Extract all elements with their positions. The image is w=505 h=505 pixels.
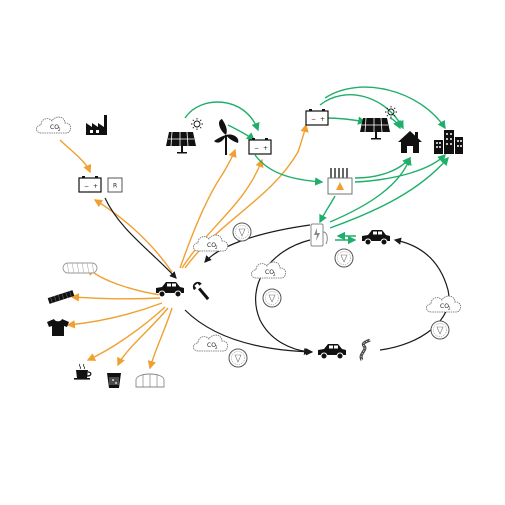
- green-flows: [184, 86, 449, 245]
- svg-text:R: R: [113, 183, 117, 190]
- svg-text:2: 2: [215, 345, 218, 350]
- co2-cloud-icon: CO 2: [193, 234, 229, 252]
- svg-text:CO: CO: [207, 342, 216, 349]
- co2-cloud-icon: CO 2: [193, 334, 229, 352]
- power-station-icon: [327, 168, 353, 195]
- coin-icon: [232, 222, 252, 242]
- car-icon: [155, 281, 185, 298]
- road-icon: [359, 338, 371, 361]
- battery-icon: − +: [305, 108, 329, 126]
- wrench-icon: [192, 281, 210, 301]
- tshirt-icon: [47, 319, 69, 336]
- greenhouse-icon: [135, 373, 165, 388]
- tire-strip-icon: [47, 290, 75, 304]
- svg-text:+: +: [263, 145, 268, 152]
- solar-panel-icon: [359, 117, 391, 140]
- svg-text:2: 2: [273, 272, 276, 277]
- svg-text:CO: CO: [265, 269, 274, 276]
- wind-turbine-icon: [214, 119, 239, 155]
- house-icon: [398, 131, 422, 153]
- car-icon: [361, 229, 391, 246]
- buildings-icon: [434, 130, 463, 154]
- battery-icon: − +: [248, 137, 272, 155]
- factory-icon: [86, 115, 107, 135]
- orange-flows: [59, 123, 309, 370]
- coin-icon: [430, 320, 450, 340]
- co2-cloud-icon: CO 2: [36, 116, 72, 134]
- svg-text:2: 2: [448, 306, 451, 311]
- co2-cloud-icon: CO 2: [251, 261, 287, 279]
- svg-text:+: +: [320, 116, 325, 123]
- solar-panel-icon: [165, 131, 197, 154]
- svg-text:CO: CO: [440, 303, 449, 310]
- svg-text:2: 2: [58, 127, 61, 132]
- svg-text:2: 2: [215, 245, 218, 250]
- charging-station-icon: [310, 223, 328, 247]
- mesh-roll-icon: [62, 262, 98, 274]
- coin-icon: [262, 288, 282, 308]
- battery-icon: − +: [78, 175, 102, 193]
- svg-text:−: −: [311, 116, 316, 123]
- svg-text:−: −: [254, 145, 259, 152]
- sun-icon: [190, 117, 204, 131]
- svg-text:+: +: [93, 183, 98, 190]
- coffee-cup-icon: [74, 363, 92, 380]
- svg-text:CO: CO: [207, 242, 216, 249]
- svg-text:−: −: [84, 183, 89, 190]
- coin-icon: [228, 348, 248, 368]
- co2-cloud-icon: CO 2: [426, 295, 462, 313]
- car-icon: [317, 343, 347, 360]
- coin-icon: [334, 248, 354, 268]
- glass-icon: [107, 373, 121, 388]
- svg-text:CO: CO: [50, 124, 59, 131]
- r-box-icon: R: [107, 177, 123, 193]
